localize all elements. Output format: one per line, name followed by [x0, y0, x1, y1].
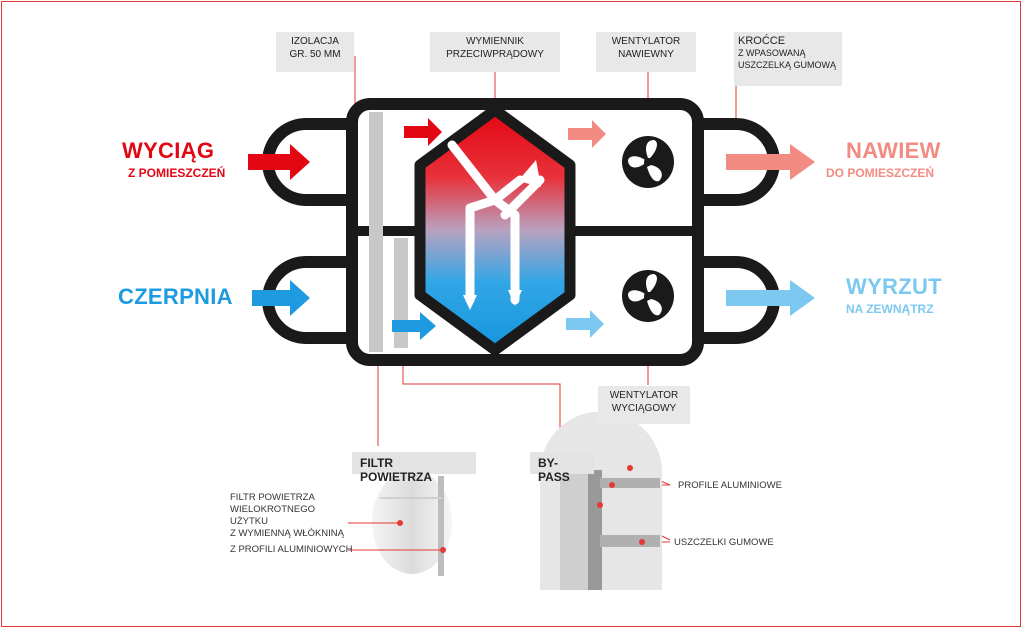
stubs-label-line1: KROĆCE	[738, 35, 786, 47]
exhaust-fan-label-line1: WENTYLATOR	[609, 390, 679, 401]
supply-title: NAWIEW	[846, 138, 941, 163]
stubs-label-line3: USZCZELKĄ GUMOWĄ	[738, 60, 837, 70]
exhaust-fan-label-line2: WYCIĄGOWY	[611, 403, 677, 414]
exhaust-title: WYRZUT	[846, 274, 942, 299]
exhaust-fan-label: WENTYLATOR WYCIĄGOWY	[598, 386, 690, 424]
stubs-label-line2: Z WPASOWANĄ	[738, 48, 806, 58]
heat-exchanger	[414, 104, 576, 356]
exhaust-subtitle: NA ZEWNĄTRZ	[846, 302, 934, 316]
bypass-profiles-label: PROFILE ALUMINIOWE	[678, 480, 782, 491]
insulation-label-line1: IZOLACJA	[291, 36, 339, 47]
supply-fan-icon	[622, 136, 674, 188]
extract-title: WYCIĄG	[122, 138, 215, 163]
filter-panel-title: FILTR POWIETRZA	[352, 452, 476, 484]
insulation-label-line2: GR. 50 MM	[289, 49, 341, 60]
exchanger-flow-arrows	[447, 140, 545, 305]
bypass-seals-label: USZCZELKI GUMOWE	[674, 537, 774, 548]
exchanger-label-line2: PRZECIWPRĄDOWY	[446, 49, 544, 60]
insulation-bar	[369, 112, 383, 352]
filter-desc-line2: WIELOKROTNEGO UŻYTKU	[230, 504, 315, 527]
exchanger-label: WYMIENNIK PRZECIWPRĄDOWY	[430, 32, 560, 72]
filter-desc-line1: FILTR POWIETRZA	[230, 492, 315, 503]
bypass-photo	[539, 411, 662, 590]
intake-title: CZERPNIA	[118, 284, 233, 309]
exchanger-label-line1: WYMIENNIK	[466, 36, 524, 47]
outer-arrows	[248, 144, 815, 316]
filter-panel-profile: Z PROFILI ALUMINIOWYCH	[230, 544, 353, 555]
bypass-panel-title: BY-PASS	[530, 452, 594, 484]
filter-panel-desc: FILTR POWIETRZA WIELOKROTNEGO UŻYTKU Z W…	[230, 492, 350, 540]
insulation-label: IZOLACJA GR. 50 MM	[276, 32, 354, 72]
supply-subtitle: DO POMIESZCZEŃ	[826, 166, 935, 180]
extract-subtitle: Z POMIESZCZEŃ	[128, 166, 226, 180]
stubs-label: KROĆCE Z WPASOWANĄ USZCZELKĄ GUMOWĄ	[734, 32, 842, 86]
supply-fan-label: WENTYLATOR NAWIEWNY	[596, 32, 696, 72]
exhaust-fan-icon	[622, 270, 674, 322]
inner-arrows	[392, 118, 606, 340]
filter-photo	[348, 470, 452, 576]
supply-fan-label-line2: NAWIEWNY	[618, 49, 674, 60]
filter-desc-line3: Z WYMIENNĄ WŁÓKNINĄ	[230, 528, 345, 539]
supply-fan-label-line1: WENTYLATOR	[611, 36, 681, 47]
